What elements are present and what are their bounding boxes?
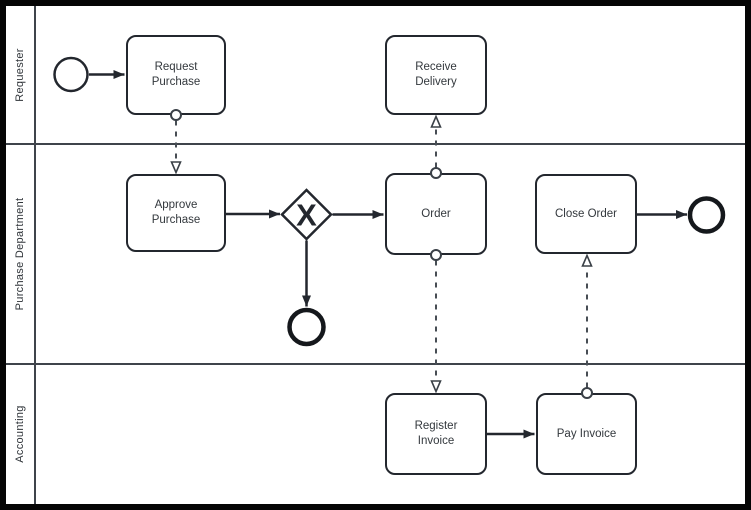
- task-approve-purchase-label: Approve Purchase: [151, 199, 201, 226]
- start-event: [53, 56, 89, 93]
- end-event-after-gateway: [287, 307, 326, 347]
- end-event-after-close-order: [687, 196, 726, 234]
- lane-divider-purchase-accounting: [6, 363, 745, 365]
- task-request-purchase: Request Purchase: [126, 35, 226, 115]
- exclusive-gateway-x-symbol: X: [296, 198, 317, 233]
- lane-label-divider: [34, 6, 36, 504]
- task-close-order: Close Order: [535, 174, 637, 254]
- task-order: Order: [385, 173, 487, 255]
- task-request-purchase-label: Request Purchase: [151, 61, 201, 88]
- lane-label-purchase-department: Purchase Department: [14, 197, 26, 311]
- task-receive-delivery-label: Receive Delivery: [415, 61, 457, 88]
- task-receive-delivery: Receive Delivery: [385, 35, 487, 115]
- task-order-label: Order: [421, 207, 451, 220]
- task-approve-purchase: Approve Purchase: [126, 174, 226, 252]
- lane-label-requester: Requester: [14, 48, 26, 102]
- task-register-invoice-label: Register Invoice: [414, 420, 458, 447]
- task-register-invoice: Register Invoice: [385, 393, 487, 475]
- lane-divider-requester-purchase: [6, 143, 745, 145]
- exclusive-gateway: [280, 188, 333, 241]
- task-pay-invoice-label: Pay Invoice: [556, 427, 617, 440]
- task-close-order-label: Close Order: [555, 207, 617, 220]
- lane-label-accounting: Accounting: [14, 405, 26, 463]
- task-pay-invoice: Pay Invoice: [536, 393, 637, 475]
